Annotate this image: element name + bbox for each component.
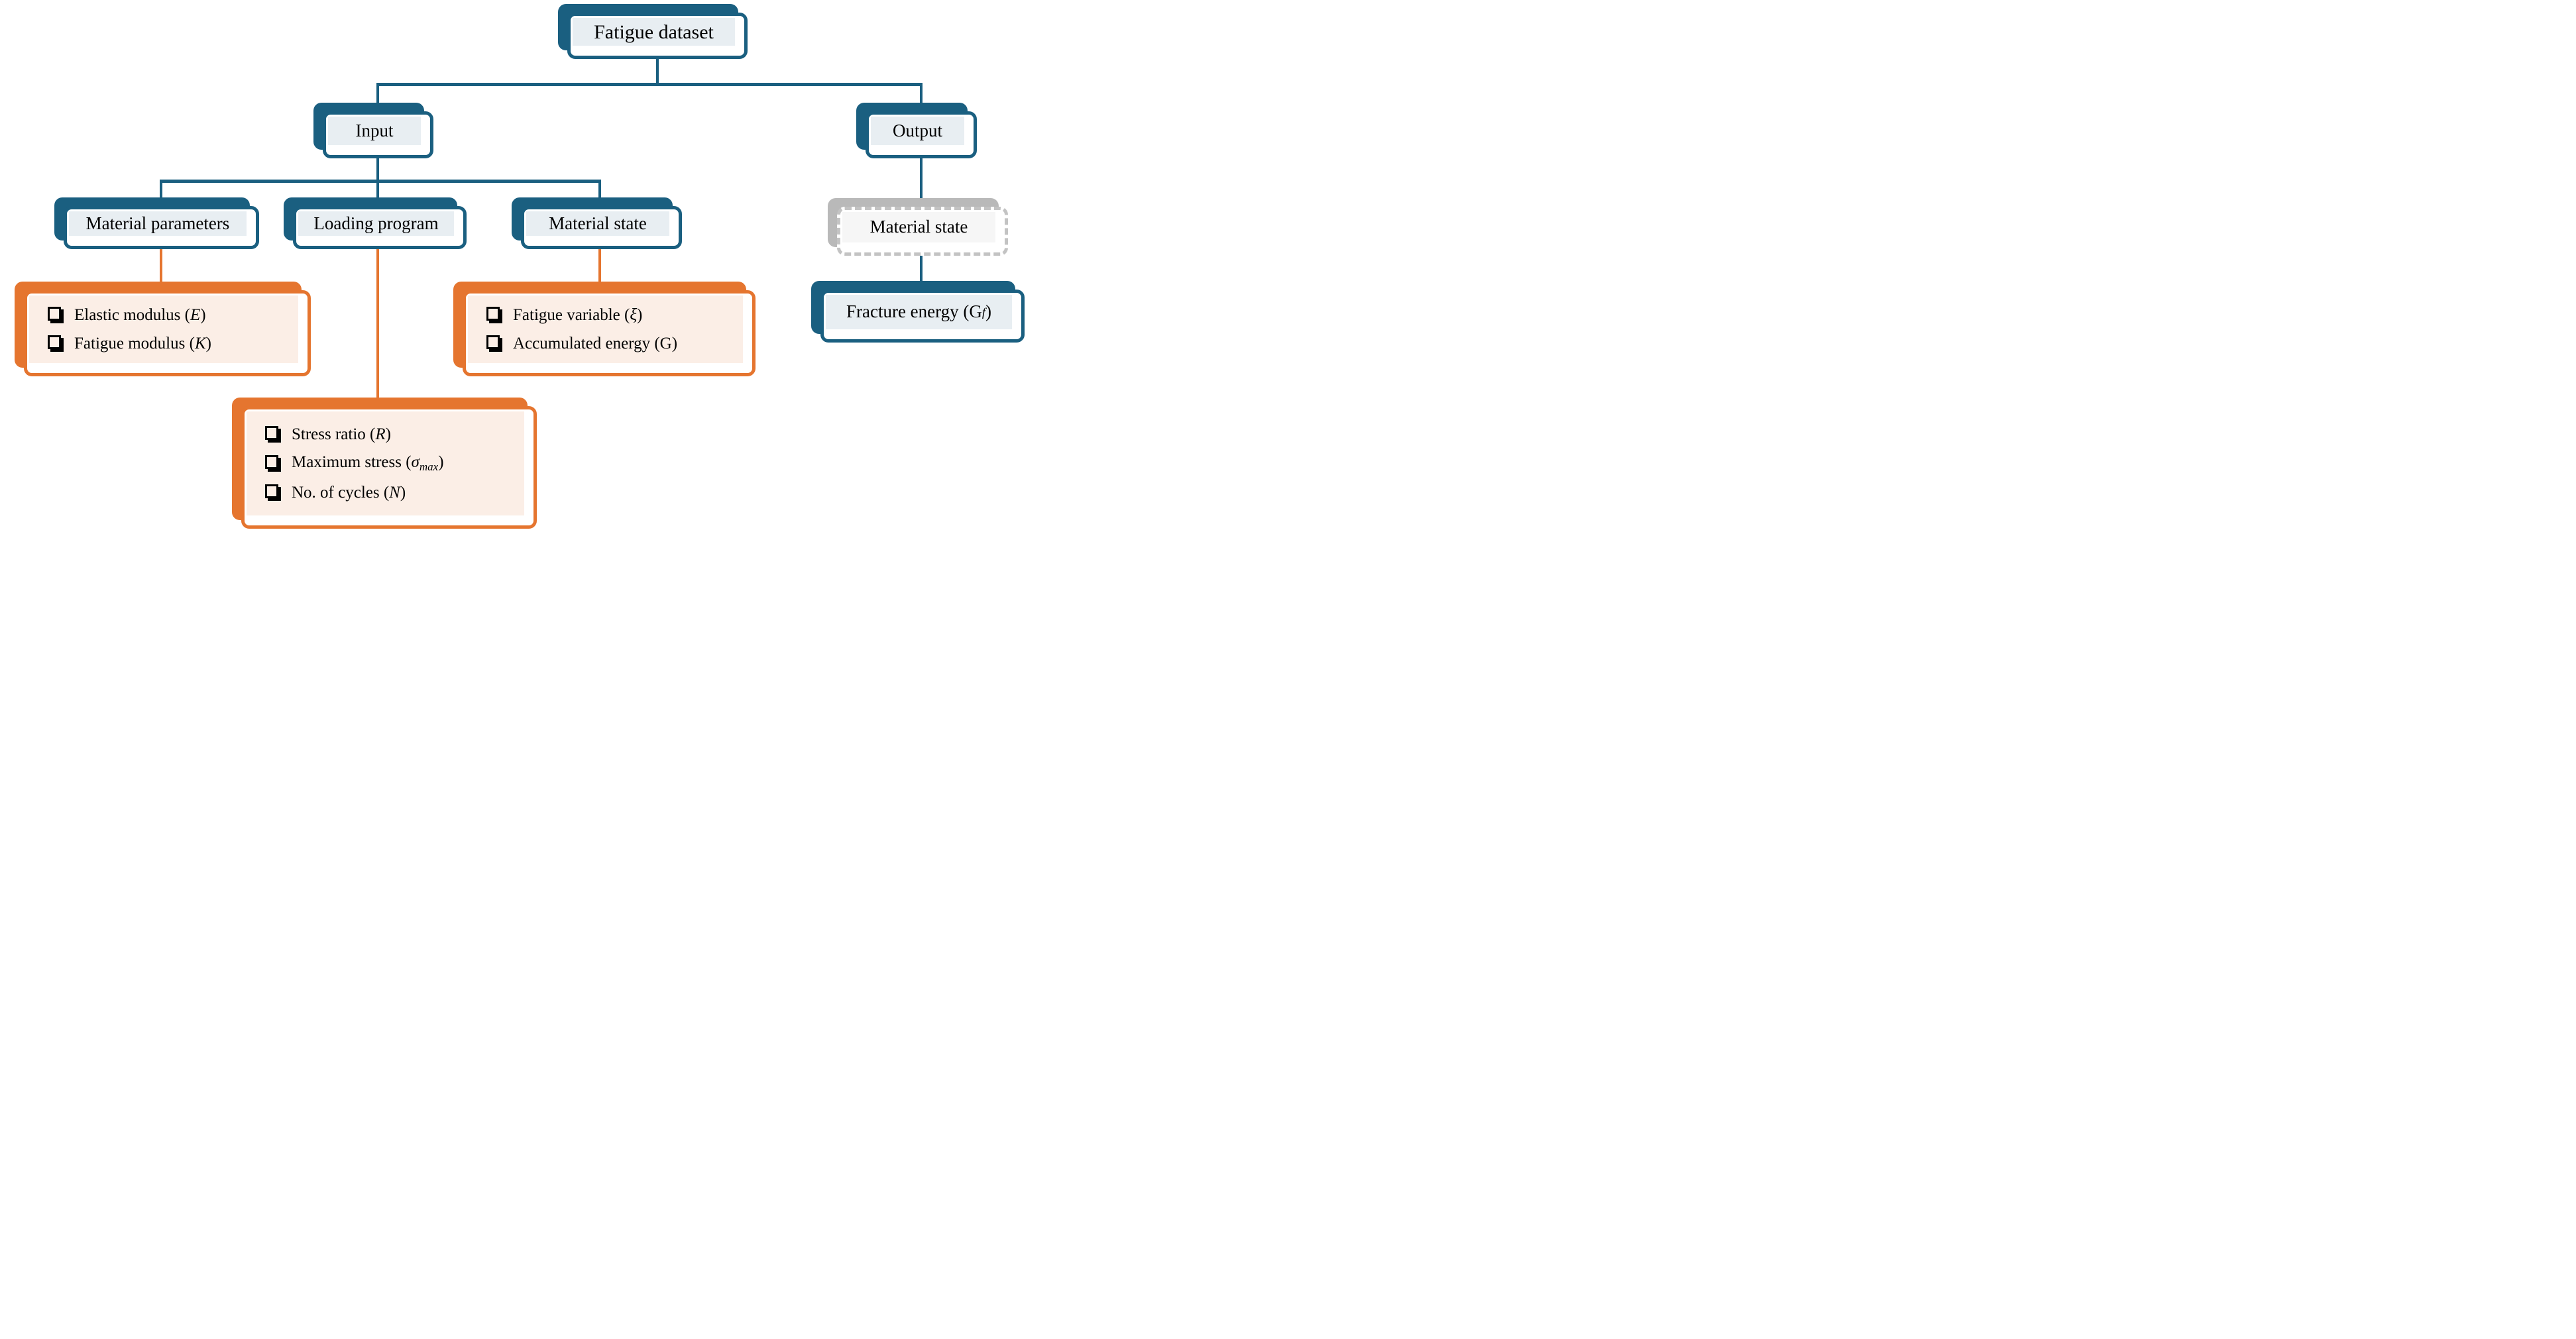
list-item: Stress ratio (R) (265, 425, 391, 444)
connector-input-to-bar2 (376, 156, 379, 183)
connector-output-drop (920, 85, 923, 113)
list-item-label: Fatigue modulus (K) (74, 334, 211, 352)
list-box-material-state: Fatigue variable (ξ) Accumulated energy (… (453, 282, 756, 376)
node-frame: Loading program (293, 206, 467, 249)
checkbox-bullet-icon (265, 426, 278, 441)
loading-program-list: Stress ratio (R) Maximum stress (σmax) No.… (247, 411, 524, 515)
node-frame: Elastic modulus (E) Fatigue modulus (K) (24, 290, 311, 376)
checkbox-bullet-icon (486, 335, 500, 349)
list-item-label: Accumulated energy (G) (513, 334, 678, 352)
connector-level1-bar (376, 83, 923, 86)
material-state-list: Fatigue variable (ξ) Accumulated energy (… (468, 295, 743, 363)
node-frame: Material parameters (64, 206, 259, 249)
node-label: Input (328, 117, 421, 145)
connector-root-drop (656, 56, 659, 86)
node-frame: Material state (837, 207, 1008, 256)
list-item: Maximum stress (σmax) (265, 453, 444, 473)
list-item: Fatigue variable (ξ) (486, 306, 642, 325)
node-label: Fatigue dataset (573, 18, 735, 46)
node-label: Output (871, 117, 964, 145)
node-frame: Input (323, 111, 433, 158)
connector-output-to-material-state (920, 156, 923, 208)
connector-loading-program-list-drop (376, 246, 379, 399)
checkbox-bullet-icon (265, 455, 278, 469)
list-item-label: Stress ratio (R) (292, 425, 391, 443)
list-box-material-parameters: Elastic modulus (E) Fatigue modulus (K) (15, 282, 311, 376)
node-label: Loading program (298, 211, 454, 236)
connector-input-drop (376, 85, 379, 113)
node-frame: Material state (521, 206, 682, 249)
list-item: Elastic modulus (E) (48, 306, 206, 325)
node-material-state-input: Material state (512, 197, 682, 249)
list-item-label: Fatigue variable (ξ) (513, 306, 643, 324)
checkbox-bullet-icon (486, 307, 500, 321)
list-box-loading-program: Stress ratio (R) Maximum stress (σmax) No.… (232, 398, 537, 529)
node-frame: Stress ratio (R) Maximum stress (σmax) No.… (241, 406, 537, 529)
node-frame: Output (866, 111, 977, 158)
connector-material-state-list-drop (598, 246, 601, 284)
node-input: Input (313, 103, 433, 158)
list-item-label: Maximum stress (σmax) (292, 453, 444, 474)
list-item: Accumulated energy (G) (486, 335, 677, 353)
node-material-state-output: Material state (828, 198, 1008, 256)
connector-material-state-drop (598, 182, 601, 207)
checkbox-bullet-icon (48, 335, 61, 349)
node-loading-program: Loading program (284, 197, 467, 249)
material-parameters-list: Elastic modulus (E) Fatigue modulus (K) (29, 295, 298, 363)
node-frame: Fatigue dataset (567, 13, 748, 59)
connector-material-state-to-fracture (920, 253, 923, 284)
node-fatigue-dataset: Fatigue dataset (558, 4, 748, 59)
checkbox-bullet-icon (265, 484, 278, 498)
list-item-label: Elastic modulus (E) (74, 306, 206, 324)
diagram-canvas: Fatigue dataset Input Output Material pa… (0, 0, 1030, 535)
node-label: Material state (526, 211, 669, 236)
node-material-parameters: Material parameters (54, 197, 259, 249)
checkbox-bullet-icon (48, 307, 61, 321)
list-item: Fatigue modulus (K) (48, 335, 211, 353)
connector-material-parameters-drop (160, 182, 162, 207)
node-label: Material state (842, 212, 995, 242)
connector-material-parameters-list-drop (160, 246, 162, 284)
connector-level2-bar (160, 180, 601, 183)
connector-loading-program-drop (376, 182, 379, 207)
list-item-label: No. of cycles (N) (292, 483, 406, 502)
node-label: Material parameters (69, 211, 247, 236)
list-item: No. of cycles (N) (265, 484, 406, 502)
node-frame: Fatigue variable (ξ) Accumulated energy (… (463, 290, 756, 376)
node-output: Output (856, 103, 977, 158)
